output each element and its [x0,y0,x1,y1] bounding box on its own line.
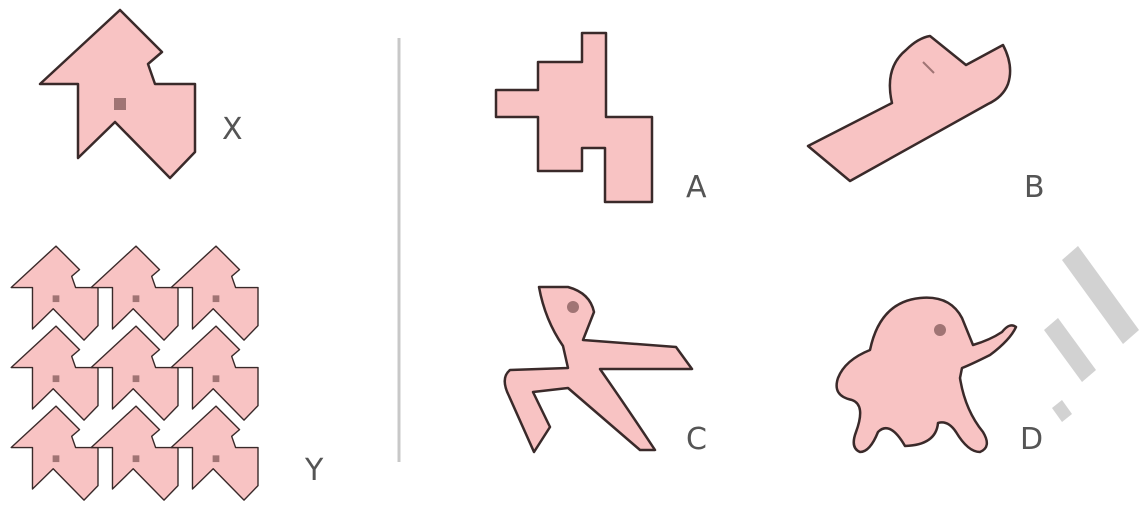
shape-c [503,285,694,454]
watermark-stripes [1044,246,1139,422]
label-a: A [686,170,707,205]
tile-7 [10,405,99,501]
tile-1 [10,245,99,341]
label-d: D [1020,422,1043,457]
label-b: B [1024,170,1045,205]
tile-9 [170,405,259,501]
shape-x [38,8,197,180]
shape-d-eye [934,324,946,336]
label-c: C [686,422,707,457]
label-x: X [222,112,243,147]
tile-3 [170,245,259,341]
tessellation-y [10,245,259,501]
tile-2 [90,245,179,341]
tile-8 [90,405,179,501]
tile-5 [90,325,179,421]
tile-4 [10,325,99,421]
label-y: Y [304,453,324,488]
shape-b [806,34,1012,183]
shape-d [835,296,1018,454]
shape-a [494,31,654,204]
shape-c-eye [567,301,579,313]
shape-b-mark [922,61,935,74]
tile-6 [170,325,259,421]
